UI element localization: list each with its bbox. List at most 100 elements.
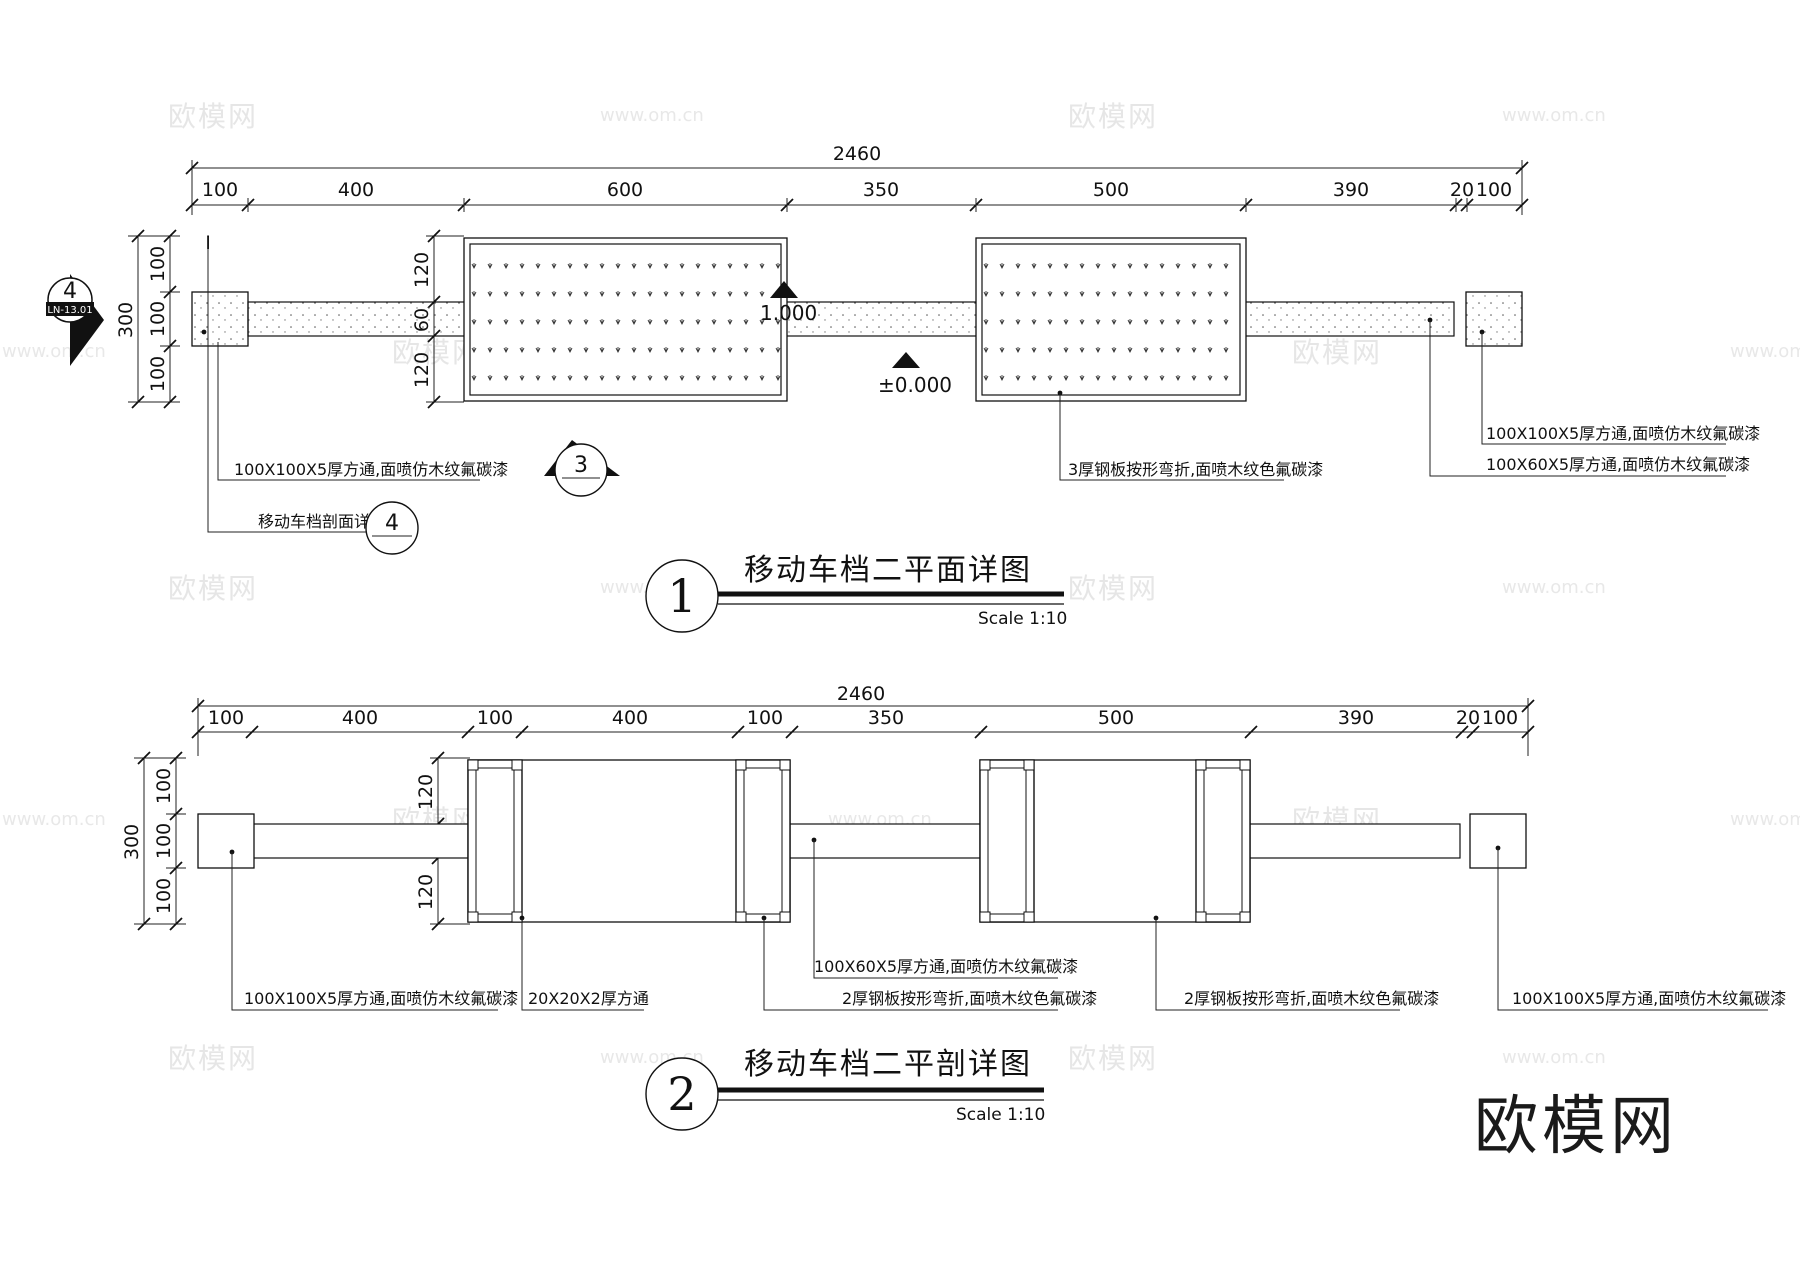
section-ref-bubble: 4 [365,501,419,555]
dim-seg-label: 100 [477,707,513,729]
dim-left-seg: 100 [153,823,175,859]
note-beam: 100X60X5厚方通,面喷仿木纹氟碳漆 [1486,455,1750,474]
plan-scale: Scale 1:10 [978,609,1067,629]
elevation-top-label: 1.000 [760,301,817,325]
note-left-post: 100X100X5厚方通,面喷仿木纹氟碳漆 [234,460,508,479]
section-title-block: 2 移动车档二平剖详图 Scale 1:10 [645,1047,1045,1131]
dim-seg-label: 100 [747,707,783,729]
watermark-logo: 欧模网 [1068,572,1158,605]
section-marker-3-number: 3 [574,453,588,478]
dim-ticks-chain [191,725,1535,739]
leader-beam [813,840,1058,979]
watermark-url: www.om.cn [600,105,704,126]
dim-mid-seg: 120 [411,252,433,288]
dim-seg-label: 350 [863,179,899,201]
dim-ticks-left [134,751,186,931]
dim-seg-label: 400 [338,179,374,201]
section-title: 移动车档二平剖详图 [744,1047,1032,1082]
note-frame: 20X20X2厚方通 [528,989,649,1008]
dim-left-seg: 100 [153,878,175,914]
dim-seg-label: 100 [1482,707,1518,729]
leader-left-post [231,852,498,1011]
watermark-logo: 欧模网 [168,1042,258,1075]
leader-frame [521,918,644,1011]
planter-2 [975,237,1247,402]
beam-60 [247,301,1455,337]
leader-right-post [1481,332,1726,445]
section-title-number: 2 [667,1067,696,1121]
watermark-logo: 欧模网 [1068,1042,1158,1075]
dim-total-label: 2460 [837,683,885,705]
frame-member [979,759,1035,923]
section-tag-number: 4 [63,279,77,304]
dim-seg-label: 400 [612,707,648,729]
leader-section-ref [207,237,370,533]
section-ref-number: 4 [385,511,399,536]
section-view: 2460 100 400 100 400 100 350 500 390 20 … [121,683,1786,1131]
dim-seg-label: 100 [208,707,244,729]
dim-mid-seg: 120 [411,352,433,388]
watermark-url: www.om.cn [1730,341,1800,362]
frame-member [735,759,791,923]
dim-seg-label: 400 [342,707,378,729]
watermark-layer: 欧模网 www.om.cn 欧模网 www.om.cn 欧模网 www.om.c… [2,100,1800,1075]
note-left-post: 100X100X5厚方通,面喷仿木纹氟碳漆 [244,989,518,1008]
elevation-mark-top [770,281,798,298]
brand-logo: 欧模网 [1474,1090,1678,1164]
dim-ticks-chain [185,198,1529,212]
planter-1 [463,237,788,402]
beam-60 [251,823,1461,859]
note-beam: 100X60X5厚方通,面喷仿木纹氟碳漆 [814,957,1078,976]
dim-seg-label: 600 [607,179,643,201]
watermark-url: www.om.cn [2,341,106,362]
watermark-url: www.om.cn [2,809,106,830]
watermark-url: www.om.cn [1502,1047,1606,1068]
watermark-logo: 欧模网 [1292,336,1382,369]
dim-left-seg: 100 [147,356,169,392]
note-plate-a: 2厚钢板按形弯折,面喷木纹色氟碳漆 [842,989,1097,1008]
leader-dot [201,329,207,335]
elevation-mark-bottom [892,352,920,368]
section-tag-sheet: LN-13.01 [47,305,92,316]
leader-planter [1059,393,1284,481]
dim-seg-label: 20 [1456,707,1480,729]
note-right-post: 100X100X5厚方通,面喷仿木纹氟碳漆 [1486,424,1760,443]
leader-beam [1429,320,1726,477]
end-post-left [191,291,249,347]
plan-title: 移动车档二平面详图 [744,553,1032,588]
watermark-url: www.om.cn [1730,809,1800,830]
dim-total-label: 2460 [833,143,881,165]
dim-left-total: 300 [121,824,143,860]
watermark-logo: 欧模网 [1068,100,1158,133]
dim-seg-label: 390 [1338,707,1374,729]
note-section-ref: 移动车档剖面详图 [258,512,386,531]
dim-left-seg: 100 [147,246,169,282]
end-post-right [1465,291,1523,347]
watermark-logo: 欧模网 [168,572,258,605]
leader-plate-b [1155,918,1400,1011]
watermark-logo: 欧模网 [168,100,258,133]
dim-seg-label: 500 [1098,707,1134,729]
section-marker-3: 3 [544,440,620,497]
dim-left-seg: 100 [153,768,175,804]
section-scale: Scale 1:10 [956,1105,1045,1125]
dim-left-total: 300 [115,302,137,338]
dim-tick [185,161,199,175]
dim-seg-label: 500 [1093,179,1129,201]
dim-tick [1515,161,1529,175]
frame-member [467,759,523,923]
plan-view: 2460 100 400 600 350 500 390 20 100 [46,143,1760,633]
dim-seg-label: 20 [1450,179,1474,201]
dim-seg-label: 350 [868,707,904,729]
watermark-url: www.om.cn [1502,577,1606,598]
dim-tick [1521,699,1535,713]
watermark-url: www.om.cn [1502,105,1606,126]
leader-plate-a [763,918,1058,1011]
section-tag: 4 LN-13.01 [46,274,104,366]
dim-seg-label: 100 [1476,179,1512,201]
elevation-bottom-label: ±0.000 [878,373,952,397]
leader-left-post [217,342,480,481]
note-plate-b: 2厚钢板按形弯折,面喷木纹色氟碳漆 [1184,989,1439,1008]
dim-mid-seg: 120 [415,874,437,910]
